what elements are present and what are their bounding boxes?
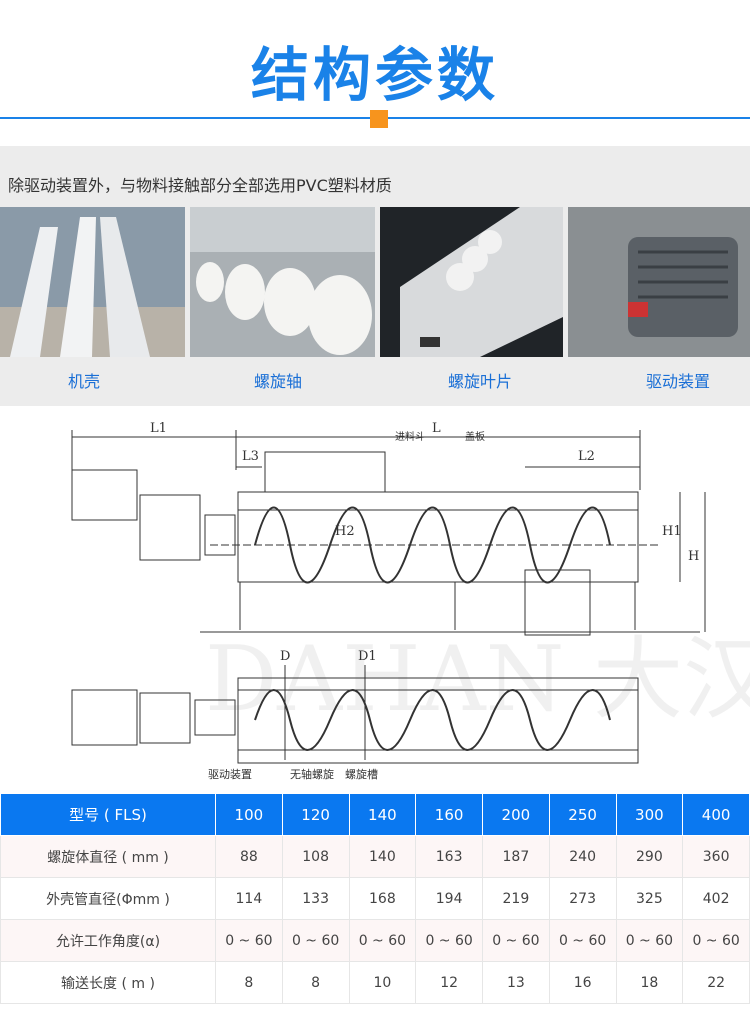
table-cell: 140 xyxy=(348,835,417,878)
dim-L1: L1 xyxy=(150,421,167,436)
dim-L3: L3 xyxy=(242,449,259,464)
table-cell: 108 xyxy=(281,835,350,878)
dim-L: L xyxy=(432,421,441,436)
table-cell: 13 xyxy=(482,961,550,1004)
dim-D: D xyxy=(280,649,290,664)
table-cell: 168 xyxy=(348,877,417,920)
table-cell: 16 xyxy=(548,961,617,1004)
row-label: 输送长度 ( m ) xyxy=(0,961,216,1004)
table-cell: 163 xyxy=(415,835,483,878)
header-cell: 140 xyxy=(348,793,417,836)
table-cell: 325 xyxy=(615,877,684,920)
table-cell: 22 xyxy=(682,961,750,1004)
caption-screw-blade: 螺旋叶片 xyxy=(447,372,512,391)
header-cell: 250 xyxy=(548,793,617,836)
structure-diagram: DAHAN 大汉机械 L1 L L3 L2 进料斗 盖板 H1 H H2 D D… xyxy=(71,421,750,781)
header-cell: 300 xyxy=(615,793,684,836)
dim-D1: D1 xyxy=(358,649,377,664)
table-cell: 133 xyxy=(281,877,350,920)
label-shaftless-screw: 无轴螺旋 xyxy=(290,767,334,781)
header-cell: 200 xyxy=(482,793,550,836)
table-cell: 194 xyxy=(415,877,483,920)
page-title: 结构参数 xyxy=(250,41,499,109)
table-cell: 219 xyxy=(482,877,550,920)
table-cell: 0 ~ 60 xyxy=(548,919,617,962)
table-cell: 0 ~ 60 xyxy=(348,919,417,962)
table-cell: 0 ~ 60 xyxy=(281,919,350,962)
table-cell: 402 xyxy=(682,877,750,920)
intro-text: 除驱动装置外，与物料接触部分全部选用PVC塑料材质 xyxy=(8,176,392,195)
table-cell: 8 xyxy=(215,961,283,1004)
photo-screw-shaft xyxy=(190,207,375,357)
table-cell: 240 xyxy=(548,835,617,878)
dim-H2: H2 xyxy=(335,524,355,539)
label-cover: 盖板 xyxy=(465,430,485,443)
table-cell: 10 xyxy=(348,961,417,1004)
table-cell: 18 xyxy=(615,961,684,1004)
table-cell: 273 xyxy=(548,877,617,920)
caption-casing: 机壳 xyxy=(67,372,100,391)
table-cell: 360 xyxy=(682,835,750,878)
table-cell: 290 xyxy=(615,835,684,878)
table-cell: 12 xyxy=(415,961,483,1004)
caption-drive-unit: 驱动装置 xyxy=(645,372,710,391)
dim-H1: H1 xyxy=(662,524,682,539)
label-trough: 螺旋槽 xyxy=(345,767,378,781)
label-drive: 驱动装置 xyxy=(208,768,252,781)
table-cell: 114 xyxy=(215,877,283,920)
table-cell: 88 xyxy=(215,835,283,878)
header-cell: 型号 ( FLS) xyxy=(0,793,216,836)
header-cell: 160 xyxy=(415,793,483,836)
photo-casing xyxy=(0,207,185,357)
caption-screw-shaft: 螺旋轴 xyxy=(253,372,302,391)
table-cell: 0 ~ 60 xyxy=(415,919,483,962)
watermark: DAHAN 大汉机械 xyxy=(205,627,750,732)
photo-drive-unit xyxy=(568,207,750,357)
row-label: 外壳管直径(Φmm ) xyxy=(0,877,216,920)
photo-screw-blade xyxy=(380,207,563,357)
row-label: 允许工作角度(α) xyxy=(0,919,216,962)
header-cell: 400 xyxy=(682,793,750,836)
table-cell: 0 ~ 60 xyxy=(215,919,283,962)
dim-L2: L2 xyxy=(578,449,595,464)
label-hopper: 进料斗 xyxy=(395,430,425,443)
dim-H: H xyxy=(688,549,699,564)
table-cell: 0 ~ 60 xyxy=(615,919,684,962)
table-cell: 8 xyxy=(281,961,350,1004)
row-label: 螺旋体直径 ( mm ) xyxy=(0,835,216,878)
divider-marker xyxy=(370,110,388,128)
table-cell: 0 ~ 60 xyxy=(482,919,550,962)
table-cell: 187 xyxy=(482,835,550,878)
table-cell: 0 ~ 60 xyxy=(682,919,750,962)
header-cell: 120 xyxy=(281,793,350,836)
header-cell: 100 xyxy=(215,793,283,836)
